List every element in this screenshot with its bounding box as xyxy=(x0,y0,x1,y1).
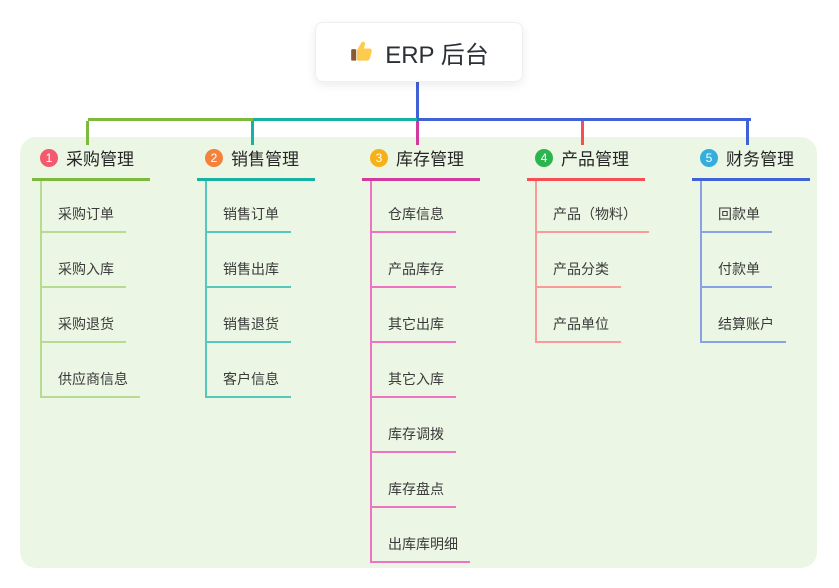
child-node-row: 其它入库 xyxy=(372,343,480,398)
child-node-结算账户[interactable]: 结算账户 xyxy=(702,314,786,343)
children-of-销售管理: 销售订单销售出库销售退货客户信息 xyxy=(205,181,315,398)
child-node-row: 供应商信息 xyxy=(42,343,150,398)
child-node-出库库明细[interactable]: 出库库明细 xyxy=(372,534,470,563)
drop-line-财务管理 xyxy=(746,121,749,145)
child-node-row: 库存盘点 xyxy=(372,453,480,508)
child-node-row: 采购订单 xyxy=(42,181,150,233)
branch-number-badge-4: 4 xyxy=(535,148,553,167)
child-node-row: 其它出库 xyxy=(372,288,480,343)
branch-number-badge-3: 3 xyxy=(370,148,388,167)
drop-line-采购管理 xyxy=(86,121,89,145)
child-node-库存调拨[interactable]: 库存调拨 xyxy=(372,424,456,453)
child-node-row: 结算账户 xyxy=(702,288,810,343)
thumbs-up-icon xyxy=(351,41,373,61)
branch-财务管理: 5 财务管理回款单付款单结算账户 xyxy=(692,145,810,343)
branch-title-label: 销售管理 xyxy=(231,150,299,169)
child-node-仓库信息[interactable]: 仓库信息 xyxy=(372,204,456,233)
child-node-销售退货[interactable]: 销售退货 xyxy=(207,314,291,343)
child-node-产品单位[interactable]: 产品单位 xyxy=(537,314,621,343)
child-node-row: 销售出库 xyxy=(207,233,315,288)
child-node-付款单[interactable]: 付款单 xyxy=(702,259,772,288)
children-of-财务管理: 回款单付款单结算账户 xyxy=(700,181,810,343)
child-node-客户信息[interactable]: 客户信息 xyxy=(207,369,291,398)
branch-采购管理: 1 采购管理采购订单采购入库采购退货供应商信息 xyxy=(32,145,150,398)
child-node-销售出库[interactable]: 销售出库 xyxy=(207,259,291,288)
child-node-采购入库[interactable]: 采购入库 xyxy=(42,259,126,288)
root-node-erp[interactable]: ERP 后台 xyxy=(315,22,523,82)
branch-title-采购管理[interactable]: 1 采购管理 xyxy=(32,145,150,181)
child-node-其它出库[interactable]: 其它出库 xyxy=(372,314,456,343)
branch-title-销售管理[interactable]: 2 销售管理 xyxy=(197,145,315,181)
child-node-其它入库[interactable]: 其它入库 xyxy=(372,369,456,398)
root-node-label: ERP 后台 xyxy=(385,41,489,69)
child-node-库存盘点[interactable]: 库存盘点 xyxy=(372,479,456,508)
child-node-row: 出库库明细 xyxy=(372,508,480,563)
child-node-row: 库存调拨 xyxy=(372,398,480,453)
child-node-row: 采购入库 xyxy=(42,233,150,288)
branch-number-badge-2: 2 xyxy=(205,148,223,167)
branch-title-库存管理[interactable]: 3 库存管理 xyxy=(362,145,480,181)
drop-line-库存管理 xyxy=(416,121,419,145)
child-node-row: 产品分类 xyxy=(537,233,649,288)
child-node-销售订单[interactable]: 销售订单 xyxy=(207,204,291,233)
child-node-row: 客户信息 xyxy=(207,343,315,398)
branch-title-label: 采购管理 xyxy=(66,150,134,169)
bus-segment-销售管理 xyxy=(253,118,418,121)
branch-title-label: 库存管理 xyxy=(396,150,464,169)
child-node-row: 付款单 xyxy=(702,233,810,288)
branch-number-badge-5: 5 xyxy=(700,148,718,167)
children-of-产品管理: 产品（物料） 产品分类产品单位 xyxy=(535,181,649,343)
branch-number-badge-1: 1 xyxy=(40,148,58,167)
child-node-产品分类[interactable]: 产品分类 xyxy=(537,259,621,288)
branch-title-财务管理[interactable]: 5 财务管理 xyxy=(692,145,810,181)
bus-segment-财务管理 xyxy=(417,118,751,121)
branch-title-label: 产品管理 xyxy=(561,150,629,169)
child-node-row: 产品（物料） xyxy=(537,181,649,233)
branch-库存管理: 3 库存管理仓库信息产品库存其它出库其它入库库存调拨库存盘点出库库明细 xyxy=(362,145,480,563)
children-of-采购管理: 采购订单采购入库采购退货供应商信息 xyxy=(40,181,150,398)
child-node-采购订单[interactable]: 采购订单 xyxy=(42,204,126,233)
child-node-row: 产品库存 xyxy=(372,233,480,288)
drop-line-销售管理 xyxy=(251,121,254,145)
branch-title-产品管理[interactable]: 4 产品管理 xyxy=(527,145,645,181)
branch-销售管理: 2 销售管理销售订单销售出库销售退货客户信息 xyxy=(197,145,315,398)
root-vertical-line xyxy=(416,82,419,118)
child-node-row: 产品单位 xyxy=(537,288,649,343)
child-node-row: 销售订单 xyxy=(207,181,315,233)
child-node-row: 销售退货 xyxy=(207,288,315,343)
child-node-产品库存[interactable]: 产品库存 xyxy=(372,259,456,288)
branches-background-panel xyxy=(20,137,817,568)
children-of-库存管理: 仓库信息产品库存其它出库其它入库库存调拨库存盘点出库库明细 xyxy=(370,181,480,563)
child-node-产品（物料）[interactable]: 产品（物料） xyxy=(537,204,649,233)
child-node-供应商信息[interactable]: 供应商信息 xyxy=(42,369,140,398)
child-node-row: 仓库信息 xyxy=(372,181,480,233)
child-node-回款单[interactable]: 回款单 xyxy=(702,204,772,233)
branch-产品管理: 4 产品管理产品（物料） 产品分类产品单位 xyxy=(527,145,649,343)
child-node-采购退货[interactable]: 采购退货 xyxy=(42,314,126,343)
branch-title-label: 财务管理 xyxy=(726,150,794,169)
child-node-row: 回款单 xyxy=(702,181,810,233)
child-node-row: 采购退货 xyxy=(42,288,150,343)
drop-line-产品管理 xyxy=(581,121,584,145)
